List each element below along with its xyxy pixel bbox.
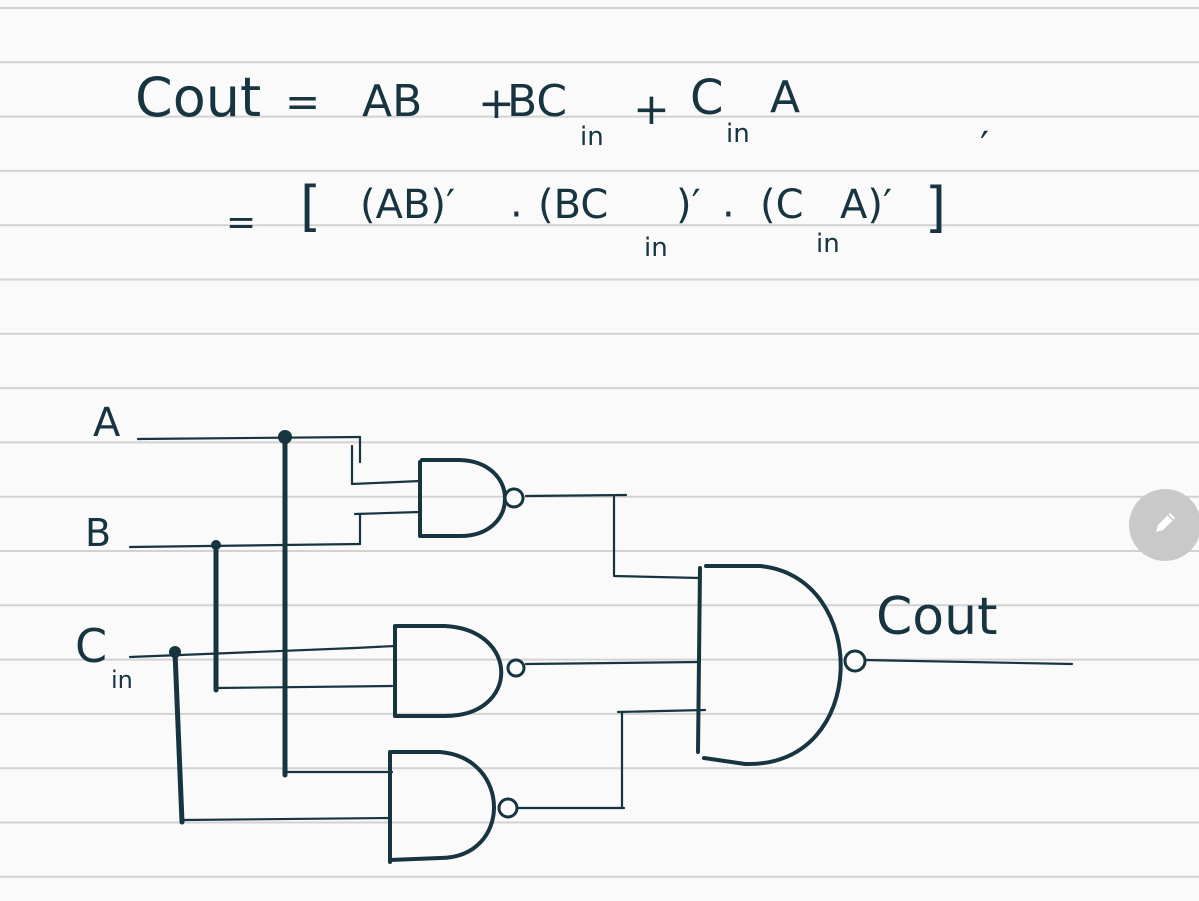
cout-lhs: Cout xyxy=(135,66,261,129)
term-bc: BC xyxy=(507,76,567,127)
factor-bc-close: )′ xyxy=(676,182,701,228)
output-cout-label: Cout xyxy=(876,587,997,647)
equals-sign: = xyxy=(285,77,320,126)
plus-sign: + xyxy=(633,84,670,135)
factor-bc-open: (BC xyxy=(538,182,608,228)
edit-button[interactable] xyxy=(1129,489,1199,561)
subscript-in: in xyxy=(644,233,668,263)
input-cin-label: C xyxy=(75,619,107,673)
close-bracket: ] xyxy=(925,176,946,239)
pencil-icon xyxy=(1150,508,1180,542)
factor-ca-open: (C xyxy=(760,182,804,228)
circuit-wires xyxy=(128,435,1074,822)
factor-ca-close: A)′ xyxy=(840,182,892,228)
subscript-in: in xyxy=(726,119,750,149)
and-dot: · xyxy=(722,192,735,238)
factor-ab-complement: (AB)′ xyxy=(360,182,455,228)
input-a-label: A xyxy=(93,400,121,446)
term-c: C xyxy=(690,70,724,126)
nand-gate-cina xyxy=(388,750,519,864)
equals-sign: = xyxy=(226,202,256,243)
open-bracket: [ xyxy=(300,175,321,238)
bus-cin xyxy=(172,649,185,825)
term-ab: AB xyxy=(362,76,422,127)
junction-cin xyxy=(169,646,181,658)
subscript-in: in xyxy=(580,122,604,152)
outer-prime: ′ xyxy=(980,124,989,170)
equation-line-1: Cout = AB + BC in + C in A xyxy=(135,66,800,152)
input-cin-subscript: in xyxy=(111,666,133,694)
junction-b xyxy=(211,540,221,550)
equation-line-2: = [ (AB)′ · (BC in )′ · (C in A)′ ] ′ xyxy=(226,124,989,263)
and-dot: · xyxy=(510,192,523,238)
term-a: A xyxy=(770,72,800,123)
nand-gate-bcin xyxy=(393,624,526,718)
subscript-in: in xyxy=(816,229,840,259)
nand-gate-ab xyxy=(418,458,525,538)
nand-gate-output xyxy=(696,564,867,767)
input-b-label: B xyxy=(85,511,111,555)
junction-a xyxy=(278,430,292,444)
plus-sign: + xyxy=(478,78,515,129)
